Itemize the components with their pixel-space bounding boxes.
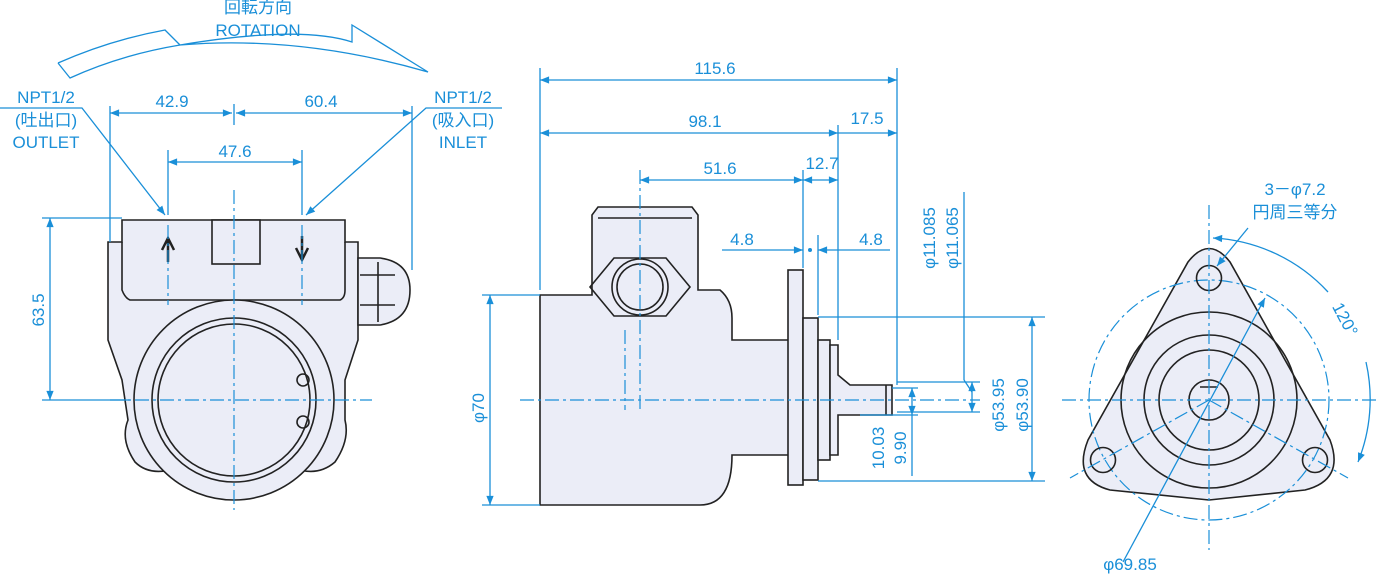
side-view: 115.6 98.1 17.5 51.6 12.7 4.8 4.8 φ70 10… xyxy=(469,59,1045,506)
inlet-thread: NPT1/2 xyxy=(434,88,492,107)
bolt-hole xyxy=(1301,446,1329,474)
outlet-label-en: OUTLET xyxy=(12,133,79,152)
dim-pilot-dia-max: φ53.95 xyxy=(989,378,1008,432)
side-fitting xyxy=(357,257,411,326)
dim-hub-length: 4.8 xyxy=(859,230,883,249)
pilot-hub xyxy=(802,317,819,481)
dim-flange-to-shaft: 12.7 xyxy=(805,154,838,173)
dim-body-to-flange: 98.1 xyxy=(688,112,721,131)
dim-shaft-length: 17.5 xyxy=(850,109,883,128)
flange-view: φ69.85 3－φ7.2 円周三等分 120° xyxy=(1062,180,1376,574)
dim-pilot-dia-min: φ53.90 xyxy=(1013,378,1032,432)
mount-flange xyxy=(787,269,804,486)
shaft xyxy=(829,344,893,456)
hole-count-dia: 3－φ7.2 xyxy=(1264,180,1325,199)
side-body xyxy=(539,206,791,506)
outlet-thread: NPT1/2 xyxy=(17,88,75,107)
angle-label: 120° xyxy=(1328,299,1361,339)
hex-boss xyxy=(588,257,692,317)
dim-body-dia: φ70 xyxy=(469,393,488,423)
top-slot xyxy=(211,219,261,265)
inlet-label-jp: (吸入口) xyxy=(432,111,494,130)
dim-outlet-offset: 42.9 xyxy=(155,92,188,111)
dim-port-to-flange: 51.6 xyxy=(703,159,736,178)
dim-port-spacing: 47.6 xyxy=(218,142,251,161)
bolt-hole xyxy=(1089,446,1117,474)
dim-flange-thickness: 4.8 xyxy=(730,230,754,249)
dim-key-min: 9.90 xyxy=(891,431,910,464)
dim-shaft-dia-max: φ11.085 xyxy=(920,207,939,269)
dim-overall-length: 115.6 xyxy=(694,59,735,78)
dim-port-height: 63.5 xyxy=(29,293,48,326)
rotation-label-jp: 回転方向 xyxy=(224,0,292,17)
inlet-label-en: INLET xyxy=(439,133,487,152)
dim-key-max: 10.03 xyxy=(869,427,888,470)
front-view: 回転方向 ROTATION 42.9 60.4 47.6 xyxy=(0,0,502,510)
dim-shaft-dia-min: φ11.065 xyxy=(943,207,962,269)
rotation-arrow-icon xyxy=(57,23,429,79)
pcd-dia: φ69.85 xyxy=(1103,555,1157,574)
outlet-label-jp: (吐出口) xyxy=(15,111,77,130)
rotation-label-en: ROTATION xyxy=(215,21,300,40)
dim-inlet-offset: 60.4 xyxy=(304,92,337,111)
hole-spacing-note: 円周三等分 xyxy=(1253,203,1338,222)
